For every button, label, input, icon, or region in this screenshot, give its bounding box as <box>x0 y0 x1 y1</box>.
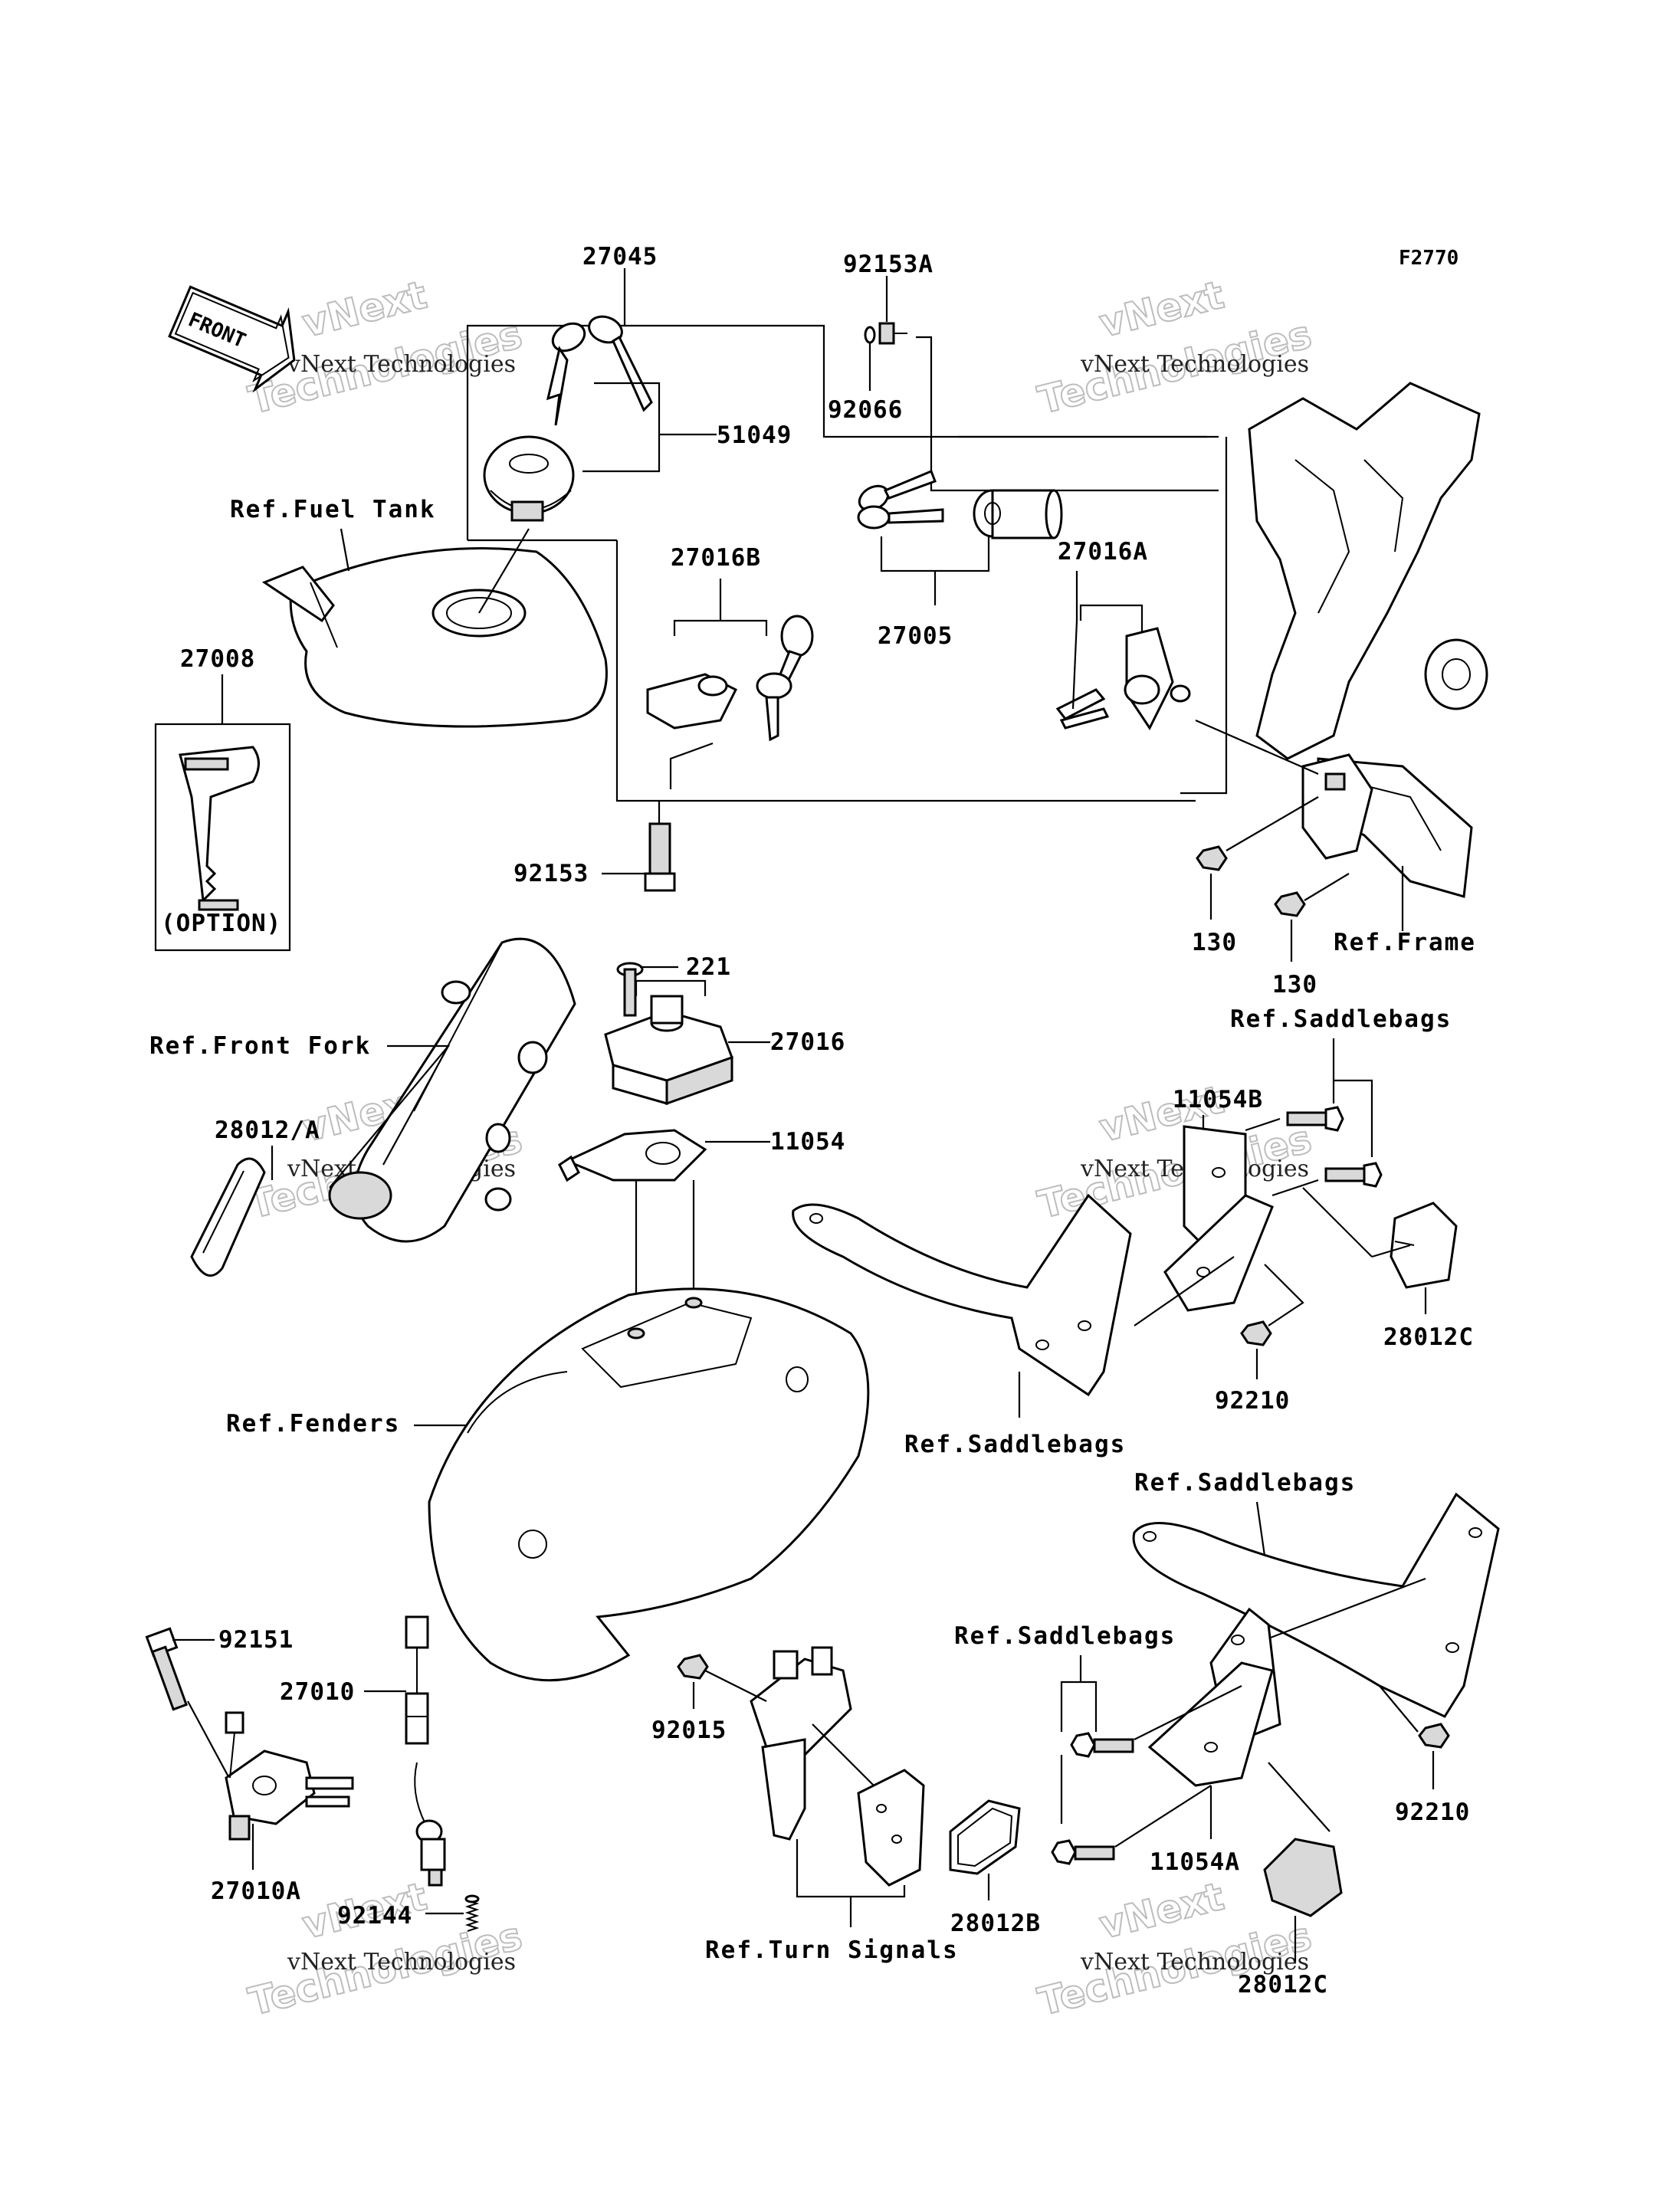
sensor-27010-icon <box>405 1615 446 1887</box>
option-key-box: (OPTION) <box>154 723 291 952</box>
fuel-tank-icon <box>261 547 608 728</box>
label-92144: 92144 <box>337 1902 412 1930</box>
label-28012C-top: 28012C <box>1383 1323 1474 1351</box>
label-51049: 51049 <box>717 421 792 449</box>
label-11054B: 11054B <box>1173 1086 1263 1113</box>
ref-fuel-tank: Ref.Fuel Tank <box>230 496 436 523</box>
nut-130-a-icon <box>1196 845 1228 871</box>
label-28012A: 28012/A <box>215 1117 320 1144</box>
label-221: 221 <box>686 953 731 981</box>
ignition-set-outline <box>466 268 1228 802</box>
reflector-28012C-bottom-icon <box>1263 1838 1343 1917</box>
fender-icon <box>428 1287 870 1682</box>
label-27005: 27005 <box>878 622 953 650</box>
label-92153: 92153 <box>514 860 589 887</box>
watermark-vnext: vNext <box>298 273 431 346</box>
front-arrow-icon: FRONT <box>168 285 296 393</box>
screw-92153A-icon <box>864 276 1219 492</box>
switch-27010A-icon <box>225 1711 354 1841</box>
label-11054: 11054 <box>770 1128 845 1156</box>
switch-27016-icon <box>604 995 733 1106</box>
label-27016: 27016 <box>770 1028 845 1056</box>
bracket-11054B-icon <box>1163 1125 1274 1312</box>
key-set-51049-icon <box>546 315 653 426</box>
ref-frame: Ref.Frame <box>1334 929 1476 956</box>
key-set-27005-icon <box>857 470 944 530</box>
label-27008: 27008 <box>180 645 255 673</box>
watermark-vnext: vNext <box>1095 273 1229 346</box>
turn-signal-bracket-icon <box>750 1646 925 1887</box>
reflector-28012C-top-icon <box>1390 1202 1458 1289</box>
ref-fenders: Ref.Fenders <box>226 1410 400 1438</box>
label-92210-top: 92210 <box>1215 1387 1290 1415</box>
bracket-11054A-icon <box>1147 1607 1281 1787</box>
nut-92210-top-icon <box>1240 1320 1272 1346</box>
watermark-top-right: vNext Technologies vNext Technologies <box>1033 272 1317 424</box>
watermark-company: vNext Technologies <box>287 1949 516 1976</box>
label-27010A: 27010A <box>211 1877 301 1905</box>
label-27010: 27010 <box>280 1678 355 1706</box>
watermark-company: vNext Technologies <box>287 351 516 378</box>
ref-turn-signals: Ref.Turn Signals <box>705 1936 959 1964</box>
label-27016A: 27016A <box>1058 538 1148 566</box>
option-label: (OPTION) <box>161 910 281 937</box>
reflector-28012A-icon <box>190 1157 266 1277</box>
bolt-saddlebag-c-icon <box>1070 1732 1134 1758</box>
label-130-b: 130 <box>1272 971 1317 998</box>
fuel-cap-icon <box>483 435 575 522</box>
watermark-vnext: vNext <box>1095 1874 1229 1948</box>
nut-92015-icon <box>677 1654 709 1680</box>
saddlebag-bracket-bottom-icon <box>1132 1492 1500 1718</box>
bolt-saddlebag-d-icon <box>1051 1839 1115 1865</box>
bolt-saddlebag-b-icon <box>1324 1162 1383 1188</box>
bracket-11054-icon <box>558 1129 707 1182</box>
watermark-company: vNext Technologies <box>1080 351 1309 378</box>
label-130-a: 130 <box>1192 929 1237 956</box>
lock-cylinder-icon <box>973 489 1063 539</box>
label-11054A: 11054A <box>1150 1848 1240 1876</box>
reflector-28012B-icon <box>949 1799 1021 1875</box>
spring-92144-icon <box>464 1894 480 1932</box>
label-27045: 27045 <box>582 243 658 271</box>
switch-27016B-icon <box>646 615 814 742</box>
saddlebag-bracket-top-icon <box>792 1193 1132 1397</box>
nut-130-b-icon <box>1274 891 1306 917</box>
switch-27016A-icon <box>1055 627 1191 730</box>
bolt-92151-icon <box>145 1627 189 1711</box>
ref-saddlebags-1: Ref.Saddlebags <box>1230 1005 1452 1033</box>
label-92153A: 92153A <box>843 251 934 278</box>
label-92210-bottom: 92210 <box>1395 1799 1470 1826</box>
screw-221-icon <box>616 962 644 1017</box>
figure-code: F2770 <box>1399 247 1459 270</box>
ref-front-fork: Ref.Front Fork <box>149 1032 371 1060</box>
label-28012C-bottom: 28012C <box>1238 1971 1328 1999</box>
ref-saddlebags-4: Ref.Saddlebags <box>954 1622 1176 1650</box>
label-92151: 92151 <box>218 1626 294 1654</box>
nut-92210-bottom-icon <box>1418 1723 1450 1749</box>
bolt-saddlebag-a-icon <box>1286 1106 1344 1132</box>
ref-saddlebags-3: Ref.Saddlebags <box>1134 1469 1356 1497</box>
front-fork-icon <box>328 937 576 1243</box>
label-28012B: 28012B <box>950 1910 1041 1937</box>
label-92066: 92066 <box>828 396 903 424</box>
bolt-92153-icon <box>644 822 676 892</box>
label-27016B: 27016B <box>671 544 761 572</box>
watermark-company: vNext Technologies <box>1080 1949 1309 1976</box>
ref-saddlebags-2: Ref.Saddlebags <box>904 1431 1126 1458</box>
frame-icon <box>1248 382 1488 898</box>
label-92015: 92015 <box>651 1717 727 1744</box>
